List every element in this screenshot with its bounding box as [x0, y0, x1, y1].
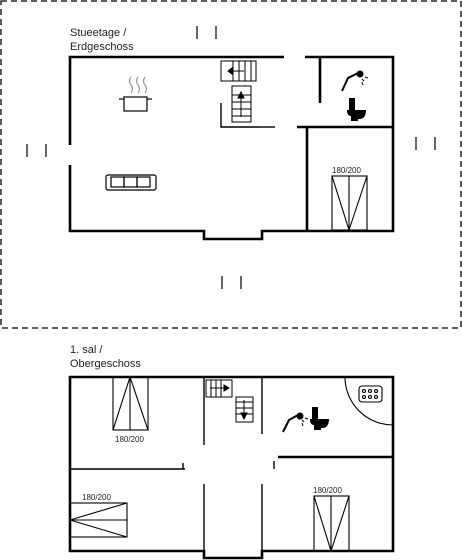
upper-floor-title: 1. sal / Obergeschoss: [70, 343, 141, 371]
upper-floor-title-line1: 1. sal /: [70, 344, 103, 356]
ground-floor-title: Stueetage / Erdgeschoss: [70, 26, 134, 54]
bathtub-icon: [344, 376, 394, 426]
bed-size-label: 180/200: [332, 166, 361, 175]
sofa-icon: [105, 174, 157, 191]
bed-icon: [112, 376, 149, 431]
stairs-up-icon: [220, 60, 257, 123]
toilet-icon: [310, 407, 329, 430]
bed-icon: [69, 502, 128, 538]
shower-icon: [341, 70, 369, 92]
stove-pot-icon: [119, 76, 152, 112]
bed-size-label: 180/200: [82, 493, 111, 502]
shower-icon: [282, 412, 309, 433]
plot-boundary: [0, 0, 462, 329]
bed-size-label: 180/200: [313, 486, 342, 495]
ground-floor-title-line1: Stueetage /: [70, 27, 127, 39]
ground-floor-walls: [68, 55, 395, 241]
stairs-down-icon: [205, 379, 254, 423]
bed-size-label: 180/200: [115, 435, 144, 444]
upper-floor-interior: [70, 377, 275, 551]
boundary-markers: [26, 26, 436, 289]
upper-floor-walls: [68, 375, 395, 560]
ground-floor-interior: [220, 103, 275, 128]
ground-floor-title-line2: Erdgeschoss: [70, 41, 134, 53]
toilet-icon: [347, 98, 366, 121]
bed-icon: [331, 175, 368, 231]
upper-floor-title-line2: Obergeschoss: [70, 358, 141, 370]
bed-icon: [313, 495, 350, 552]
